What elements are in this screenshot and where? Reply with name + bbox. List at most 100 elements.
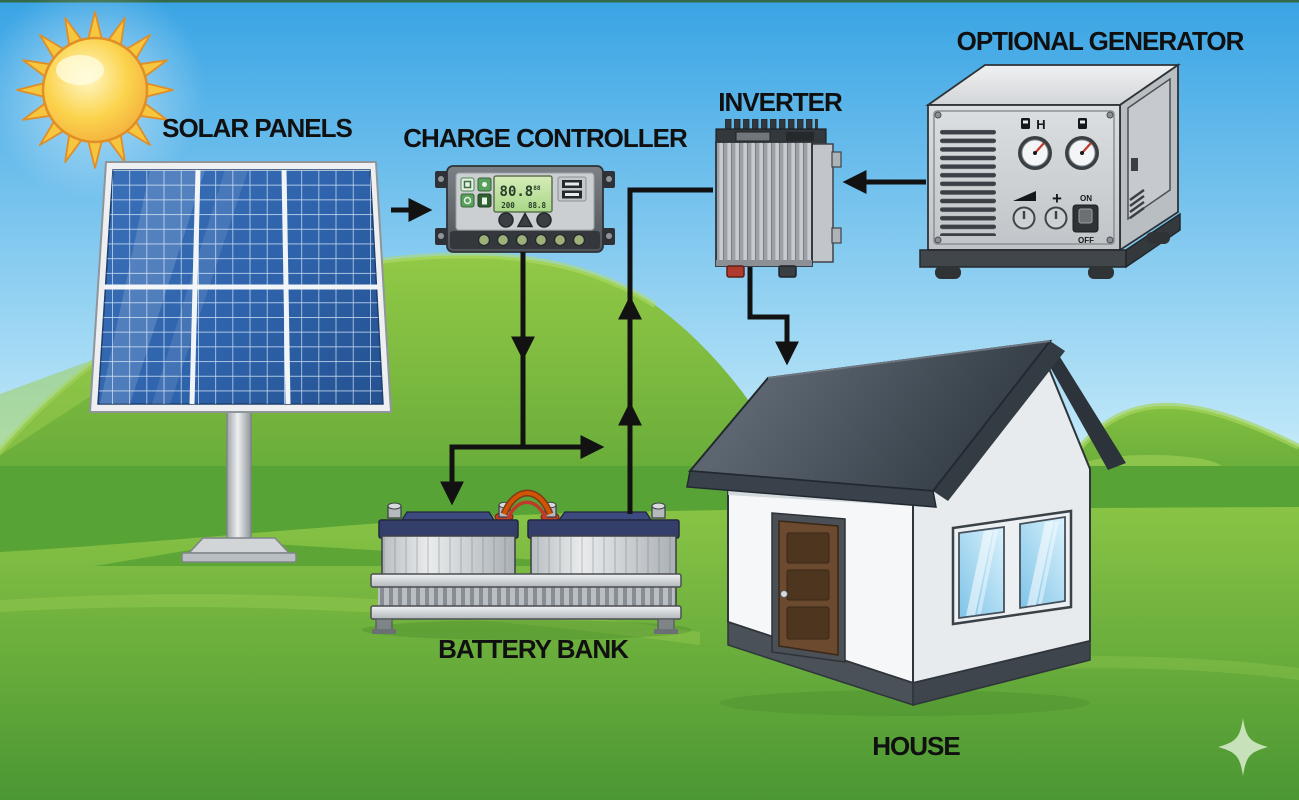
battery-shadow (362, 620, 692, 640)
hours-gauge-icon (1018, 136, 1052, 170)
glass-streak (977, 530, 998, 614)
house (686, 339, 1126, 707)
generator-foot (935, 266, 961, 279)
battery-bank (370, 489, 682, 634)
inverter-side-plate (811, 143, 834, 263)
wiring (391, 169, 926, 514)
roof-rake-fascia (933, 341, 1065, 501)
screw (934, 111, 942, 119)
controller-button-up (516, 211, 534, 228)
terminal-top (387, 502, 402, 510)
charge-controller-label: CHARGE CONTROLLER (403, 123, 688, 153)
screw (438, 176, 444, 182)
generator-base-front (919, 249, 1127, 268)
door-inset-panel (786, 606, 830, 640)
fuel-can-icon (1078, 118, 1087, 129)
power-switch (1072, 204, 1099, 233)
terminal-screw (496, 233, 510, 247)
panel-glare-1 (100, 170, 205, 404)
inverter (715, 119, 842, 278)
usb-ports-icon (557, 176, 587, 202)
panel-status-glyph (463, 180, 472, 189)
terminal-top (651, 502, 666, 510)
sun-status-glyph (482, 182, 487, 187)
solar-panel (88, 161, 393, 563)
glass-streak (1027, 521, 1054, 606)
inverter-bottom-edge (716, 260, 812, 266)
clock-status-glyph (463, 196, 472, 205)
terminal-screw (553, 233, 567, 247)
house-label: HOUSE (872, 731, 960, 761)
throttle-knob (1044, 206, 1068, 230)
charge-controller: 80.888 200 88.8 (435, 165, 615, 253)
windows (951, 509, 1073, 626)
battery-bank-label: BATTERY BANK (438, 634, 629, 664)
sparkle-icon (1218, 718, 1268, 776)
door-inset-panel (786, 569, 830, 601)
grass-streak-left (0, 594, 700, 645)
sun-icon (16, 11, 174, 169)
roof-right-sliver (1044, 341, 1126, 470)
terminal-screw (534, 233, 548, 247)
panel-glare-2 (152, 170, 248, 404)
eave-fascia (686, 470, 937, 508)
generator-door (1127, 77, 1171, 221)
terminal-screws (477, 233, 586, 247)
switch-off-label: OFF (1078, 236, 1094, 245)
inverter-top-vent (786, 132, 814, 141)
rack-ribs (378, 585, 674, 607)
choke-knob (1012, 206, 1036, 230)
front-vent-slats (940, 128, 1002, 236)
jumper-wire-red (506, 500, 548, 519)
front-panel-line (933, 110, 1115, 245)
glass-streak (1038, 521, 1059, 604)
inverter-top-fins (724, 119, 818, 131)
inverter-terminal-positive (726, 265, 745, 278)
panel-pedestal (187, 537, 291, 554)
terminal-screw (477, 233, 491, 247)
optional-generator-label: OPTIONAL GENERATOR (957, 26, 1245, 56)
mount-bracket (831, 227, 842, 244)
optional-generator: H + ON OFF (919, 63, 1181, 279)
terminal-screw (572, 233, 586, 247)
top-border (0, 0, 1299, 3)
line-to-inverter (627, 187, 713, 306)
screw (606, 176, 612, 182)
screw (606, 233, 612, 239)
ridge-highlight (767, 340, 1051, 379)
inverter-terminal-negative (778, 265, 797, 278)
rack-rail-bottom (370, 605, 682, 620)
battery-status-glyph (482, 197, 487, 205)
inverter-fins-body (715, 141, 813, 267)
generator-foot (1088, 266, 1114, 279)
usb-tongue (565, 182, 579, 186)
volume-ramp-icon (1013, 191, 1036, 201)
fuel-pump-window (1023, 120, 1028, 124)
door-knob (780, 590, 788, 598)
inverter-label: INVERTER (718, 87, 843, 117)
glass-streak (966, 530, 993, 616)
rack-foot (372, 629, 396, 634)
usb-tongue (565, 193, 579, 196)
screw (1106, 236, 1114, 244)
gauge-h-label: H (1036, 117, 1045, 132)
inverter-display (735, 131, 771, 142)
lcd-screen (493, 175, 553, 213)
gauge-needle (1034, 142, 1045, 154)
fuel-pump-icon (1021, 118, 1030, 129)
controller-button-left (498, 212, 514, 228)
mount-bracket (831, 151, 842, 168)
battery-cap (400, 511, 496, 521)
rack-rail-top (370, 573, 682, 588)
switch-button (1078, 208, 1093, 224)
sun-body (41, 36, 149, 144)
gauge-needle (1081, 142, 1092, 154)
solar-panels-label: SOLAR PANELS (162, 113, 352, 143)
generator-foot (1146, 232, 1170, 244)
battery-cap (557, 511, 653, 521)
gauge-hub (1080, 151, 1084, 155)
controller-status-icons (460, 177, 492, 208)
door-handle (1131, 158, 1138, 171)
lcd-main-value: 80.888 (500, 184, 541, 200)
